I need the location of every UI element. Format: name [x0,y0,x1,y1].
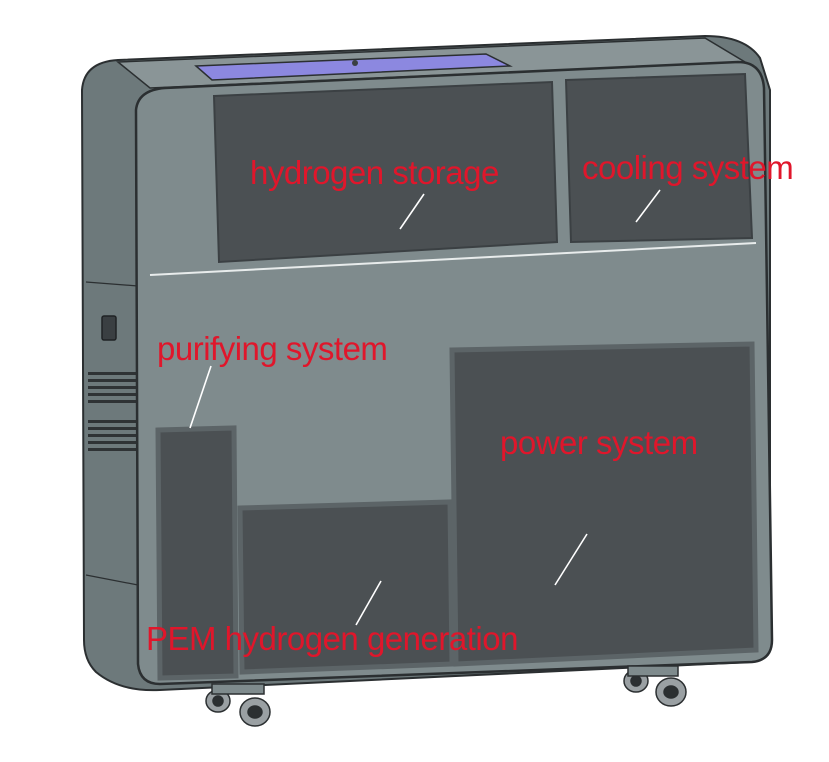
side-seam [85,281,139,287]
top-display-panel [194,53,513,81]
caster-wheel-left [205,683,271,727]
leader-line-pem-generation [355,580,382,626]
leader-line-purifying-system [189,365,212,429]
label-pem-generation: PEM hydrogen generation [146,620,518,657]
leader-line-power-system [554,533,588,586]
side-vent-lower [88,420,136,451]
caster-wheel-right [623,665,687,707]
leader-line-cooling-system [635,189,661,223]
compartment-cooling-system [564,72,754,244]
shelf-divider [149,242,757,276]
label-cooling-system: cooling system [582,149,794,186]
side-seam-lower [85,574,139,586]
side-handle [101,315,117,341]
compartment-purifying-system [155,425,239,681]
label-hydrogen-storage: hydrogen storage [250,154,499,191]
top-button [352,60,358,66]
label-purifying-system: purifying system [157,330,388,367]
compartment-hydrogen-storage [212,80,559,264]
compartment-pem-generation [237,499,455,675]
compartment-power-system [449,341,759,667]
label-power-system: power system [500,424,698,461]
leader-line-hydrogen-storage [399,193,425,230]
side-vent-upper [88,372,136,403]
